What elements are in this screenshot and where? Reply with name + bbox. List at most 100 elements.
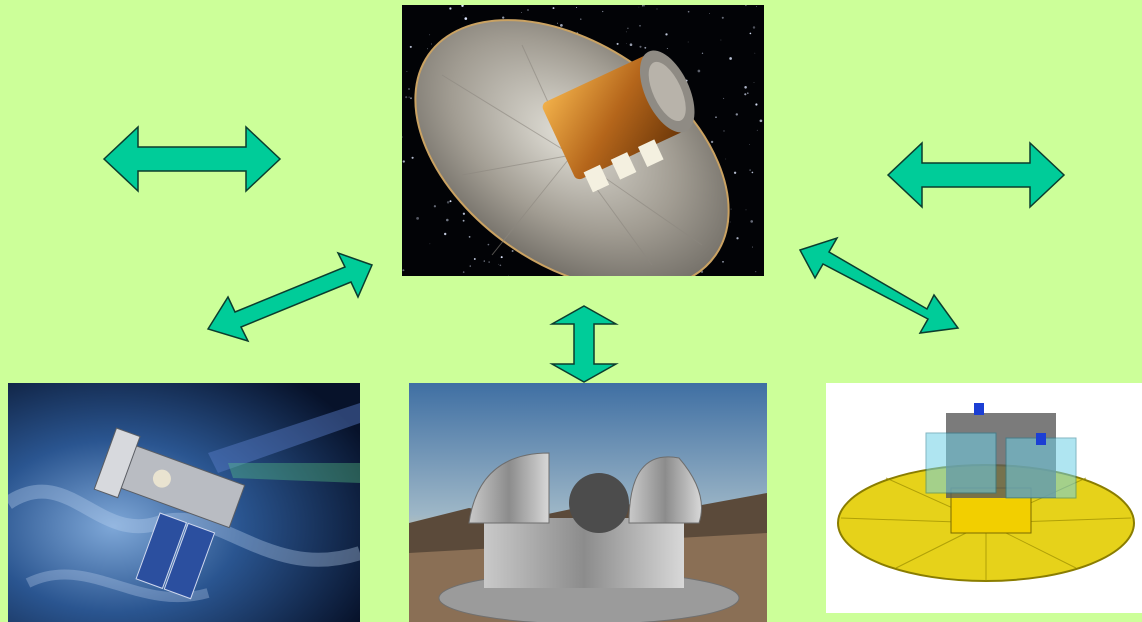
star: [744, 86, 747, 89]
star: [409, 45, 412, 48]
star: [721, 16, 724, 19]
star: [408, 88, 410, 90]
arrow-right-horizontal: [886, 141, 1066, 209]
star: [502, 16, 505, 19]
star: [625, 31, 627, 33]
star: [755, 103, 758, 106]
star: [408, 96, 410, 98]
star: [429, 243, 431, 245]
star: [410, 97, 412, 100]
star: [755, 5, 757, 7]
star: [709, 13, 710, 14]
star: [429, 34, 431, 36]
star: [751, 246, 754, 248]
star: [464, 17, 468, 20]
star: [643, 5, 645, 7]
star: [723, 130, 725, 132]
star: [446, 201, 450, 204]
star: [629, 43, 633, 46]
star: [402, 136, 403, 138]
star: [446, 218, 449, 222]
star: [427, 48, 428, 50]
bottom-right-image-spacecraft-model: [826, 383, 1142, 613]
star: [511, 250, 514, 252]
star: [710, 140, 714, 144]
bottom-center-image-telescope-dome: [409, 383, 767, 622]
arrow-lower-left-diagonal: [206, 251, 374, 343]
double-arrow-shape: [549, 305, 619, 383]
star: [747, 92, 749, 94]
spacecraft-illustration: [402, 5, 764, 276]
star: [498, 263, 499, 265]
star: [487, 243, 490, 246]
star: [701, 52, 704, 54]
star: [729, 221, 731, 223]
star: [462, 219, 465, 222]
double-arrow-shape: [798, 236, 960, 334]
star: [745, 5, 747, 7]
star: [715, 116, 717, 118]
double-arrow-shape: [886, 141, 1066, 209]
star: [499, 264, 502, 267]
star: [756, 129, 758, 131]
star: [697, 69, 701, 73]
star: [639, 24, 641, 27]
star: [736, 237, 739, 240]
star: [560, 24, 563, 27]
star: [748, 144, 750, 145]
star: [473, 258, 476, 260]
space-telescope-illustration: [8, 383, 360, 622]
star: [462, 212, 466, 215]
star: [687, 10, 690, 13]
star: [449, 200, 452, 203]
star: [402, 269, 405, 272]
star: [749, 32, 752, 35]
star: [753, 81, 755, 83]
star: [411, 156, 414, 159]
star: [730, 208, 732, 210]
star: [500, 256, 503, 259]
star: [483, 260, 485, 262]
star: [665, 33, 668, 36]
star: [735, 113, 739, 116]
arrow-lower-right-diagonal: [798, 236, 960, 334]
star: [521, 12, 523, 13]
double-arrow-shape: [102, 125, 282, 193]
star: [723, 97, 725, 99]
star: [602, 10, 604, 13]
star: [580, 18, 582, 20]
star: [416, 217, 419, 220]
star: [759, 119, 763, 123]
star: [722, 261, 724, 263]
star: [720, 39, 722, 41]
star: [687, 41, 689, 43]
star: [462, 271, 465, 273]
star: [508, 275, 509, 276]
star: [733, 171, 737, 174]
star: [402, 160, 405, 163]
star: [557, 22, 559, 24]
star: [461, 5, 464, 8]
star: [627, 27, 629, 30]
star: [469, 265, 471, 267]
star: [462, 14, 464, 16]
star: [444, 232, 447, 236]
star: [755, 271, 757, 273]
star: [468, 236, 471, 238]
star: [639, 45, 642, 48]
star: [725, 158, 727, 160]
star: [666, 47, 668, 49]
star: [576, 7, 578, 8]
star: [751, 171, 754, 174]
star: [638, 6, 640, 8]
star: [488, 261, 490, 263]
spacecraft-model-illustration: [826, 383, 1142, 613]
star: [431, 43, 433, 45]
star: [433, 205, 437, 208]
star: [641, 5, 644, 7]
star: [752, 26, 756, 29]
arrow-center-vertical: [549, 305, 619, 383]
telescope-dome-illustration: [409, 383, 767, 622]
star: [527, 9, 529, 11]
star: [754, 52, 756, 54]
